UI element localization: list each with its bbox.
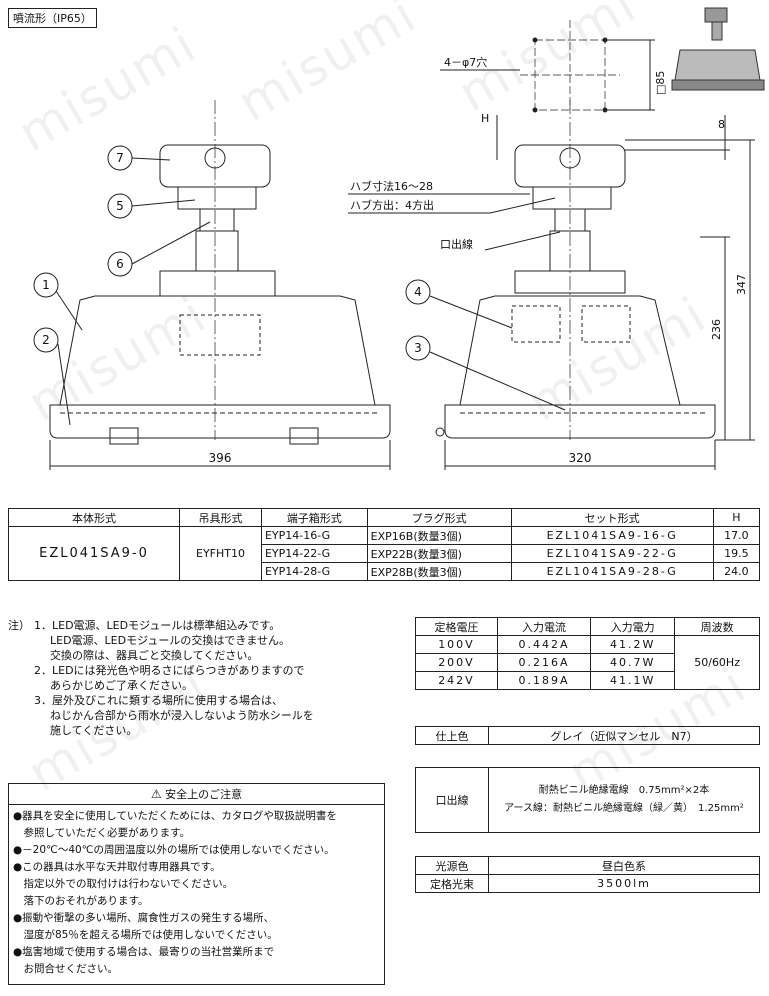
current: 0.216A xyxy=(496,653,592,672)
safety-line: 参照していただく必要があります。 xyxy=(13,827,191,839)
table-row: 100V 0.442A 41.2W 50/60Hz xyxy=(415,635,760,690)
dim-236: 236 xyxy=(710,319,723,340)
light-flux-value: 3500lm xyxy=(488,874,760,893)
finish-table: 仕上色 グレイ（近似マンセル N7） xyxy=(415,726,760,745)
safety-line: ●この器具は水平な天井取付専用器具です。 xyxy=(13,861,221,873)
frequency: 50/60Hz xyxy=(674,635,760,690)
header-h: H xyxy=(712,508,761,527)
header-body: 本体形式 xyxy=(7,508,181,527)
wire-label: 口出線 xyxy=(415,767,489,833)
dim-h: H xyxy=(481,112,489,125)
notes-prefix: 注） xyxy=(8,619,30,632)
safety-line: 湿度が85％を超える場所では使用しないでください。 xyxy=(13,929,278,941)
table-row: 200V 0.216A 40.7W xyxy=(415,653,760,672)
safety-box: ⚠ 安全上のご注意 ●器具を安全に使用していただくためには、カタログや取扱説明書… xyxy=(8,783,385,985)
terminal-model: EYP14-16-G xyxy=(260,526,368,545)
dim-320: 320 xyxy=(569,451,592,465)
finish-label: 仕上色 xyxy=(415,726,489,745)
note-3-line: 3．屋外及びこれに類する場所に使用する場合は、 xyxy=(34,694,283,707)
warning-icon: ⚠ xyxy=(150,787,162,801)
wire-line-2: アース線：耐熱ビニル絶縁電線（緑／黄） 1.25mm² xyxy=(504,803,744,814)
note-2-line: あらかじめご了承ください。 xyxy=(50,679,193,692)
plug-model: EXP28B(数量3個) xyxy=(366,562,512,581)
set-model: EZL1041SA9-28-G xyxy=(510,562,714,581)
header-current: 入力電流 xyxy=(496,617,592,636)
note-2-line: 2．LEDには発光色や明るさにばらつきがありますので xyxy=(34,664,305,677)
wire-line-1: 耐熱ビニル絶縁電線 0.75mm²×2本 xyxy=(538,785,710,796)
header-frequency: 周波数 xyxy=(674,617,760,636)
h-value: 19.5 xyxy=(712,544,761,563)
table-row: EYP14-22-G EXP22B(数量3個) EZL1041SA9-22-G … xyxy=(9,544,761,563)
finish-value: グレイ（近似マンセル N7） xyxy=(488,726,760,745)
header-set: セット形式 xyxy=(510,508,714,527)
plug-model: EXP22B(数量3個) xyxy=(366,544,512,563)
safety-line: 指定以外での取付けは行わないでください。 xyxy=(13,878,234,890)
light-table: 光源色 昼白色系 定格光束 3500lm xyxy=(415,856,760,893)
h-value: 17.0 xyxy=(712,526,761,545)
safety-line: ●－20℃～40℃の周囲温度以外の場所では使用しないでください。 xyxy=(13,844,335,856)
table-row: 242V 0.189A 41.1W xyxy=(415,671,760,690)
terminal-model: EYP14-28-G xyxy=(260,562,368,581)
note-3-line: ねじかん合部から雨水が浸入しないよう防水シールを xyxy=(50,709,314,722)
hub-size: ハブ寸法16～28 xyxy=(350,179,433,193)
callout-5: 5 xyxy=(116,199,124,213)
callout-4: 4 xyxy=(414,285,422,299)
note-1-line: LED電源、LEDモジュールの交換はできません。 xyxy=(50,634,290,647)
notes: 注） 1．LED電源、LEDモジュールは標準組込みです。 LED電源、LEDモジ… xyxy=(8,618,408,738)
spec-header-row: 本体形式 吊具形式 端子箱形式 プラグ形式 セット形式 H xyxy=(7,508,761,527)
voltage: 100V xyxy=(415,635,498,654)
note-1-line: 交換の際は、器具ごと交換してください。 xyxy=(50,649,259,662)
note-3-line: 施してください。 xyxy=(50,724,138,737)
power: 41.2W xyxy=(590,635,676,654)
safety-line: ●塩害地域で使用する場合は、最寄りの当社営業所まで xyxy=(13,946,275,958)
hanger-model: EYFHT10 xyxy=(179,526,262,581)
dim-85: □85 xyxy=(654,71,667,95)
wire-table: 口出線 耐熱ビニル絶縁電線 0.75mm²×2本 アース線：耐熱ビニル絶縁電線（… xyxy=(415,767,760,833)
technical-drawing: 7 5 6 1 2 4 3 396 320 4－φ7穴 ハブ寸法16～28 ハブ… xyxy=(33,7,765,470)
terminal-model: EYP14-22-G xyxy=(260,544,368,563)
set-model: EZL1041SA9-16-G xyxy=(510,526,714,545)
h-value: 24.0 xyxy=(712,562,761,581)
safety-line: ●器具を安全に使用していただくためには、カタログや取扱説明書を xyxy=(13,810,337,822)
light-flux-label: 定格光束 xyxy=(415,874,489,893)
electrical-table: 定格電圧 入力電流 入力電力 周波数 100V 0.442A 41.2W 50/… xyxy=(415,617,760,690)
light-color-value: 昼白色系 xyxy=(488,856,760,875)
voltage: 200V xyxy=(415,653,498,672)
plug-model: EXP16B(数量3個) xyxy=(366,526,512,545)
spec-table: 本体形式 吊具形式 端子箱形式 プラグ形式 セット形式 H EZL041SA9-… xyxy=(7,508,761,581)
safety-title: 安全上のご注意 xyxy=(165,788,243,801)
safety-line: 落下のおそれがあります。 xyxy=(13,895,149,907)
callout-6: 6 xyxy=(116,257,124,271)
body-model: EZL041SA9-0 xyxy=(7,526,181,581)
callout-3: 3 xyxy=(414,341,422,355)
type-label: 噴流形（IP65） xyxy=(8,8,97,28)
callout-1: 1 xyxy=(42,278,50,292)
current: 0.442A xyxy=(496,635,592,654)
power: 40.7W xyxy=(590,653,676,672)
hole-note: 4－φ7穴 xyxy=(444,55,487,69)
table-row: EYP14-28-G EXP28B(数量3個) EZL1041SA9-28-G … xyxy=(9,562,761,581)
callout-2: 2 xyxy=(42,333,50,347)
outlet-wire-label: 口出線 xyxy=(440,237,473,251)
dim-396: 396 xyxy=(209,451,232,465)
safety-line: お問合せください。 xyxy=(13,963,118,975)
power: 41.1W xyxy=(590,671,676,690)
set-model: EZL1041SA9-22-G xyxy=(510,544,714,563)
dim-347: 347 xyxy=(735,274,748,295)
table-row: EZL041SA9-0 EYFHT10 EYP14-16-G EXP16B(数量… xyxy=(7,526,761,581)
current: 0.189A xyxy=(496,671,592,690)
header-terminal: 端子箱形式 xyxy=(260,508,368,527)
voltage: 242V xyxy=(415,671,498,690)
callout-7: 7 xyxy=(116,151,124,165)
note-1-line: 1．LED電源、LEDモジュールは標準組込みです。 xyxy=(34,619,281,632)
header-power: 入力電力 xyxy=(590,617,676,636)
product-photo xyxy=(671,7,765,91)
light-color-label: 光源色 xyxy=(415,856,489,875)
safety-line: ●振動や衝撃の多い場所、腐食性ガスの発生する場所、 xyxy=(13,912,275,924)
header-hanger: 吊具形式 xyxy=(179,508,262,527)
header-voltage: 定格電圧 xyxy=(415,617,498,636)
dim-8: 8 xyxy=(718,118,725,131)
header-plug: プラグ形式 xyxy=(366,508,512,527)
hub-direction: ハブ方出：4方出 xyxy=(350,198,434,212)
